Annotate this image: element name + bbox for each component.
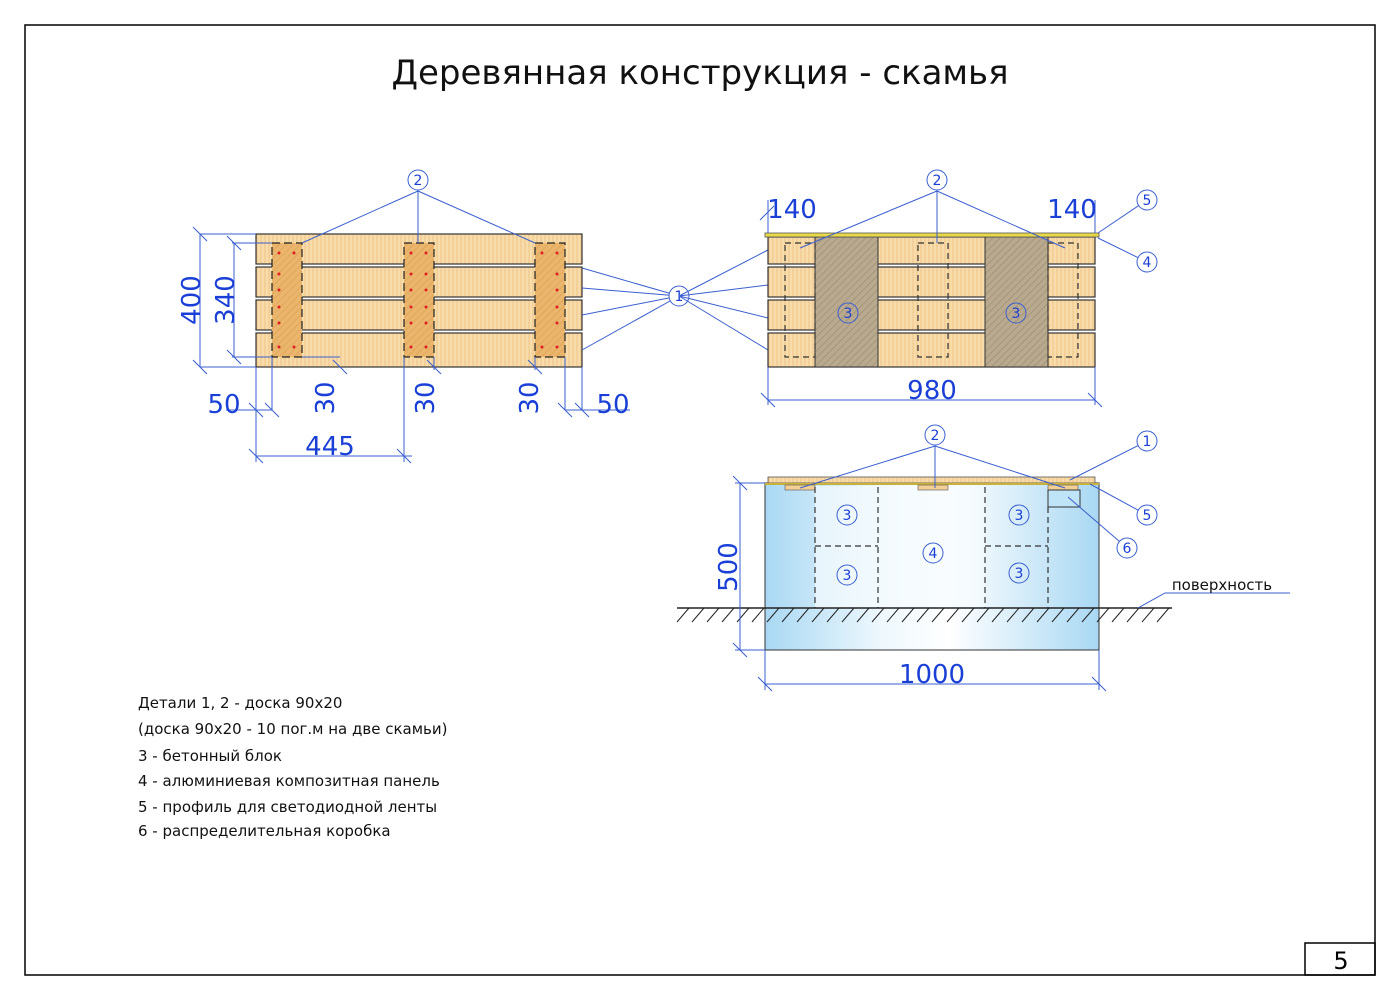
crossbar-hidden (784, 242, 816, 358)
callout-circle (407, 169, 429, 191)
callout-6: 6 (1123, 541, 1132, 557)
callout-1: 1 (675, 289, 684, 305)
section-view: 500 1000 поверхность 2 1 5 6 4 3 3 3 3 (676, 424, 1290, 692)
callout-2: 2 (931, 428, 940, 444)
dim-bar-width: 30 (411, 381, 441, 414)
callout-3: 3 (1015, 508, 1024, 524)
legend-item: 3 - бетонный блок (138, 747, 282, 765)
legend: Детали 1, 2 - доска 90х20 (доска 90х20 -… (138, 694, 447, 840)
page-number-box (1304, 942, 1376, 976)
callout-2: 2 (933, 173, 942, 189)
page-number: 5 (1333, 947, 1348, 975)
dim-edge-left: 50 (207, 390, 240, 420)
screw-dots (277, 251, 559, 349)
surface-label: поверхность (1172, 576, 1272, 594)
callout-3: 3 (843, 568, 852, 584)
concrete-block (984, 236, 1049, 368)
dim-length: 980 (907, 376, 957, 406)
legend-item: Детали 1, 2 - доска 90х20 (138, 694, 342, 712)
legend-item: 4 - алюминиевая композитная панель (138, 772, 440, 790)
junction-box (1047, 489, 1081, 508)
dim-overhang-left: 140 (767, 195, 817, 225)
crossbar-hidden (1047, 242, 1079, 358)
crossbar (534, 242, 566, 358)
callout-3: 3 (1015, 566, 1024, 582)
dim-width-inner: 340 (211, 275, 241, 325)
dim-spacing: 445 (305, 432, 355, 462)
sheet-frame (24, 24, 1376, 976)
legend-item: 5 - профиль для светодиодной ленты (138, 798, 437, 816)
crossbar (403, 242, 435, 358)
page-title: Деревянная конструкция - скамья (391, 53, 1008, 93)
callout-4: 4 (929, 546, 938, 562)
legend-item: (доска 90х20 - 10 пог.м на две скамьи) (138, 720, 447, 738)
dim-width-total: 400 (177, 275, 207, 325)
crossbar (271, 242, 303, 358)
dimension-lines (192, 190, 680, 464)
concrete-block (814, 236, 879, 368)
callout-5: 5 (1143, 508, 1152, 524)
dim-overhang-right: 140 (1047, 195, 1097, 225)
callout-3: 3 (844, 306, 853, 322)
callout-5: 5 (1143, 193, 1152, 209)
callout-3: 3 (843, 508, 852, 524)
dim-bar-width: 30 (311, 381, 341, 414)
dim-bar-width: 30 (515, 381, 545, 414)
crossbar-hidden (917, 242, 949, 358)
plan-view: 400 340 50 50 30 30 30 445 2 1 (177, 169, 690, 464)
led-profile (764, 232, 1100, 238)
callout-4: 4 (1143, 255, 1152, 271)
callout-2: 2 (414, 173, 423, 189)
callout-3: 3 (1012, 306, 1021, 322)
ground-hatching (676, 607, 1170, 623)
dim-height: 500 (714, 542, 744, 592)
dim-width: 1000 (899, 660, 965, 690)
callout-1: 1 (1143, 434, 1152, 450)
dim-edge-right: 50 (596, 390, 629, 420)
legend-item: 6 - распределительная коробка (138, 822, 391, 840)
side-view: 140 140 980 2 5 4 3 3 (678, 169, 1158, 408)
